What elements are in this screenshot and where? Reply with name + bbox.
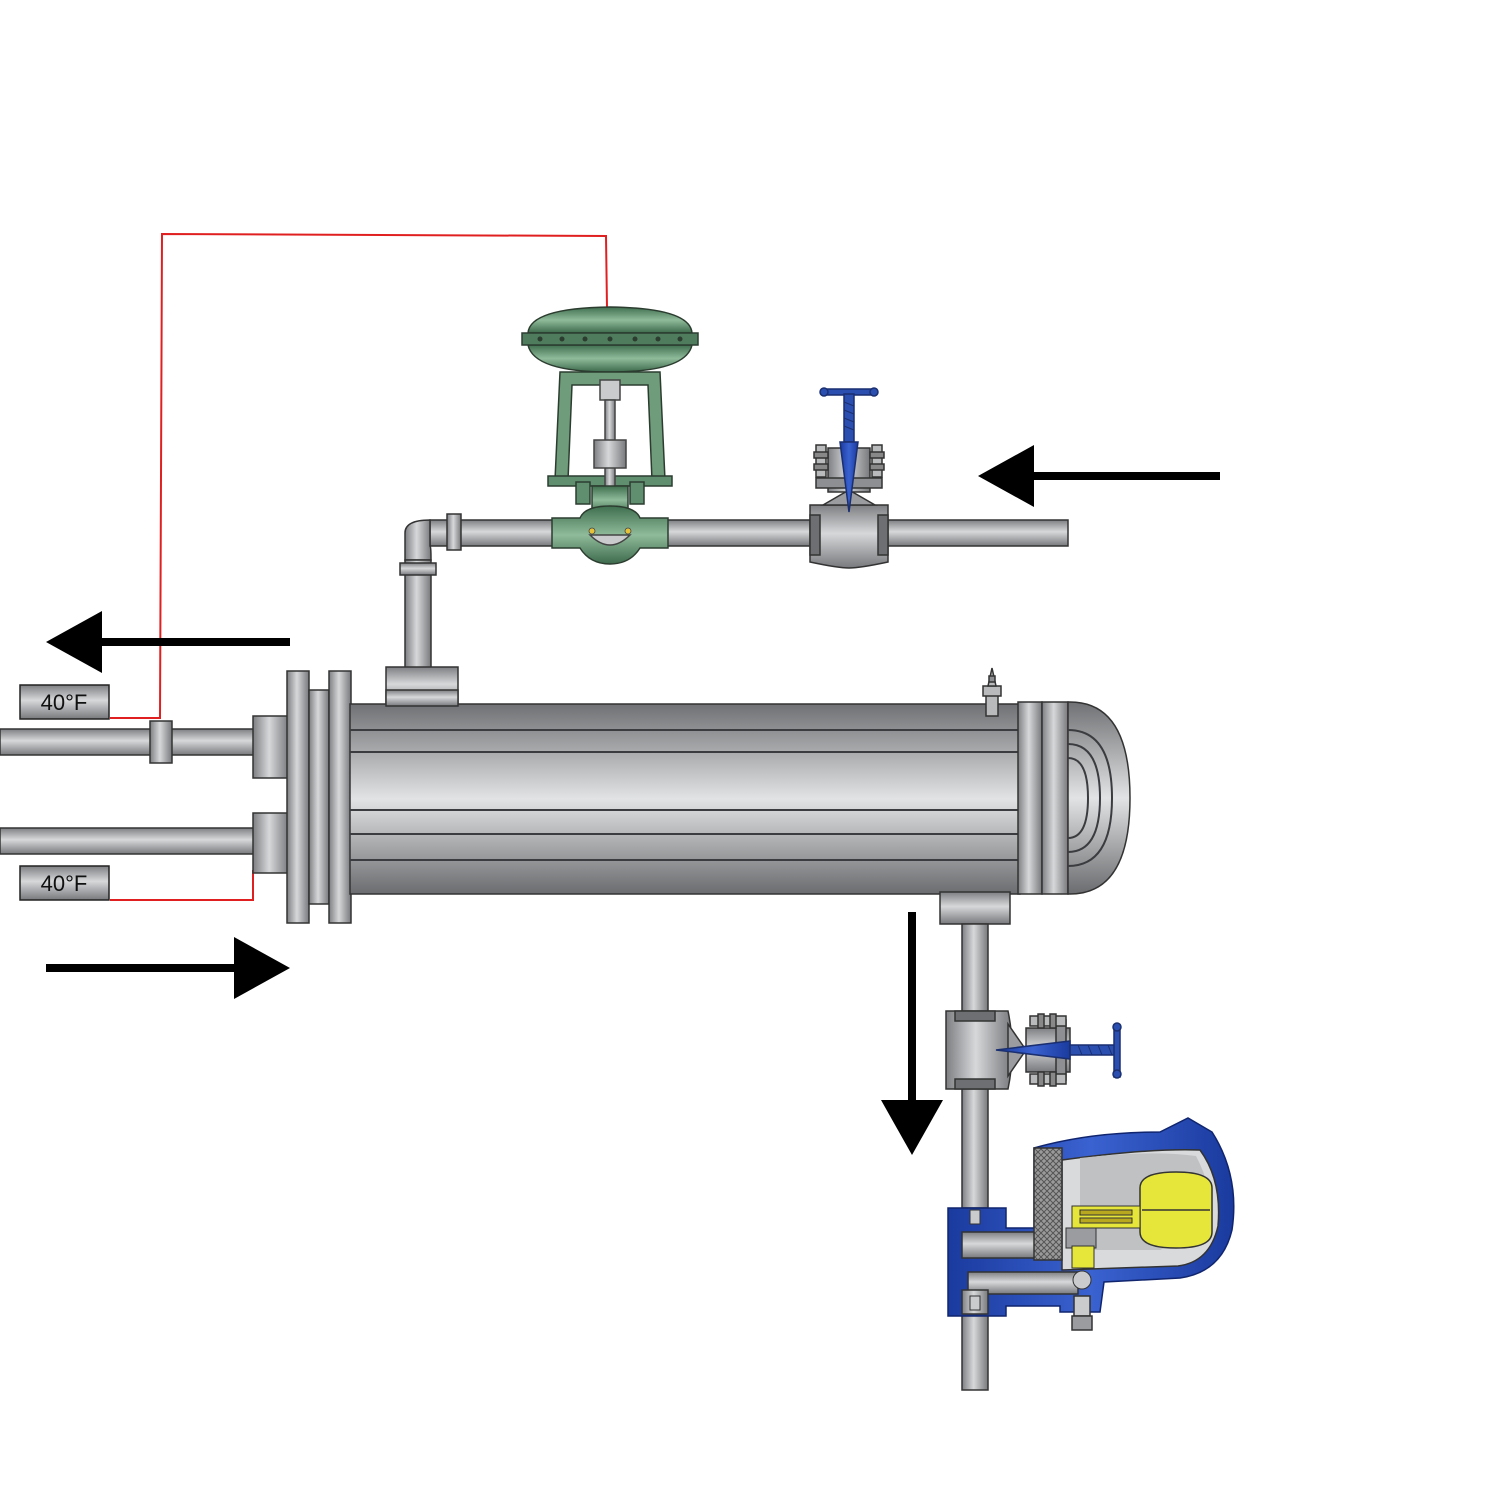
control-valve[interactable]	[521, 306, 699, 565]
inlet-temperature-signal-line	[110, 870, 254, 901]
air-vent-icon	[982, 667, 1002, 717]
outlet-temperature-tag: 40°F	[19, 684, 110, 720]
handwheel-icon[interactable]	[995, 1022, 1122, 1079]
condensate-shutoff-valve[interactable]	[945, 1010, 1122, 1090]
inlet-temperature-label: 40°F	[41, 871, 88, 896]
flow-arrow-steam-in	[978, 445, 1220, 507]
actuator-bolt-row	[537, 336, 683, 342]
control-signal-line	[110, 232, 608, 719]
u-tube-bends	[1067, 729, 1114, 867]
heat-exchanger	[252, 667, 1131, 925]
process-inlet-pipe	[0, 827, 256, 855]
float-icon	[1139, 1171, 1213, 1249]
process-outlet-pipe	[0, 720, 256, 764]
flow-arrow-condensate-down	[881, 912, 943, 1155]
shell-tube-lines	[350, 729, 1020, 861]
float-lever	[1065, 1205, 1141, 1290]
steam-trap[interactable]	[947, 1117, 1235, 1331]
condensate-pipe	[961, 923, 989, 1391]
inlet-temperature-tag: 40°F	[19, 865, 110, 901]
steam-supply-pipe	[385, 513, 1069, 706]
flow-arrow-process-in	[46, 937, 290, 999]
steam-shutoff-valve[interactable]	[809, 387, 889, 569]
handwheel-icon[interactable]	[819, 387, 879, 513]
flow-arrow-process-out	[46, 611, 290, 673]
outlet-temperature-label: 40°F	[41, 690, 88, 715]
